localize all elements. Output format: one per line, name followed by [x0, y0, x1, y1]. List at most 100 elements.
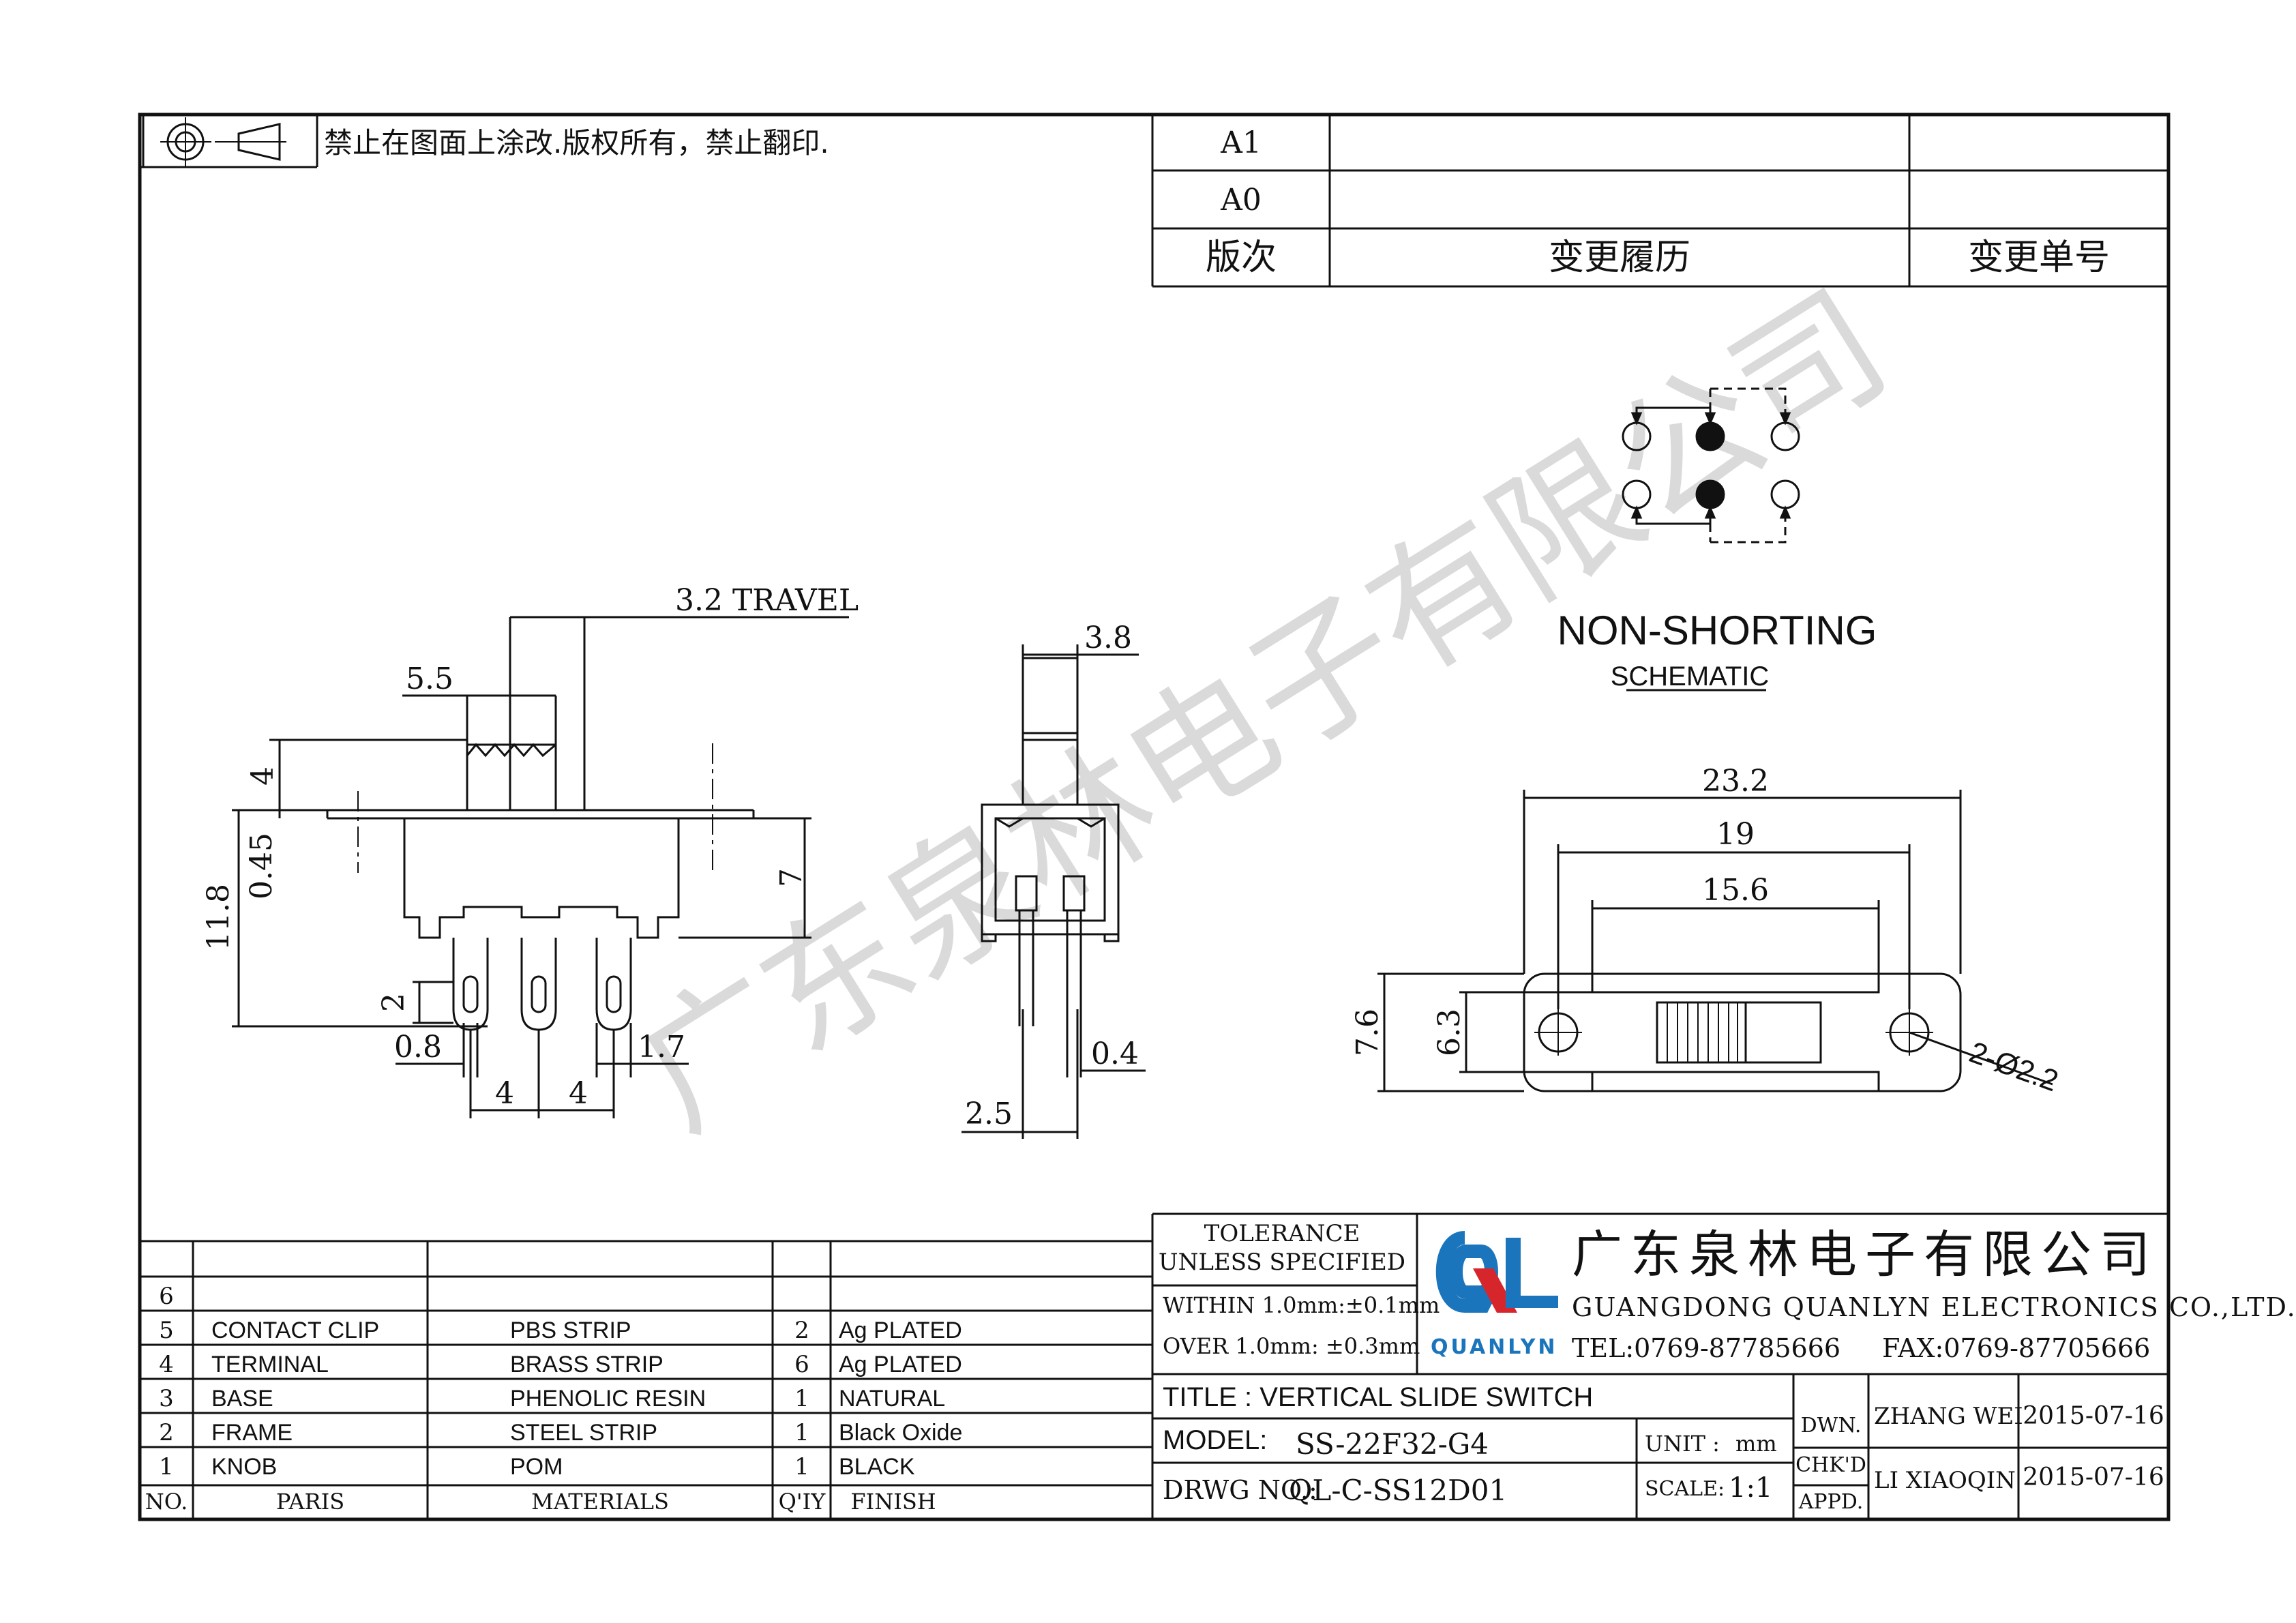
- scale-label: SCALE:: [1645, 1477, 1725, 1501]
- dim-15-6: 15.6: [1702, 873, 1769, 908]
- tolerance-over: OVER 1.0mm: ±0.3mm: [1163, 1333, 1420, 1359]
- svg-text:Q'IY: Q'IY: [779, 1489, 826, 1515]
- copyright-notice: 禁止在图面上涂改.版权所有，禁止翻印.: [324, 126, 829, 160]
- svg-text:POM: POM: [510, 1454, 563, 1480]
- drwg-label: DRWG NO.:: [1163, 1475, 1317, 1505]
- parts-row: 4 TERMINAL BRASS STRIP 6 Ag PLATED: [159, 1351, 962, 1378]
- svg-text:1: 1: [794, 1419, 809, 1446]
- dim-6-3: 6.3: [1432, 1009, 1467, 1056]
- parts-row: 1 KNOB POM 1 BLACK: [159, 1453, 915, 1480]
- svg-text:2: 2: [159, 1419, 174, 1446]
- drwg-value: QL-C-SS12D01: [1289, 1474, 1507, 1507]
- dim-11-8: 11.8: [201, 884, 236, 951]
- dim-holes: 2-Ø2.2: [1965, 1035, 2063, 1098]
- side-terminals: [452, 938, 632, 1031]
- schematic-subtitle: SCHEMATIC: [1611, 661, 1770, 691]
- svg-text:FINISH: FINISH: [850, 1489, 936, 1515]
- dim-3-8: 3.8: [1084, 621, 1132, 655]
- model-value: SS-22F32-G4: [1296, 1427, 1489, 1461]
- top-view: [1377, 790, 2053, 1092]
- parts-row: 5 CONTACT CLIP PBS STRIP 2 Ag PLATED: [159, 1317, 962, 1344]
- dim-0-4: 0.4: [1091, 1037, 1139, 1071]
- svg-text:Black Oxide: Black Oxide: [839, 1420, 962, 1446]
- svg-text:FRAME: FRAME: [211, 1420, 293, 1446]
- tolerance-title: TOLERANCE: [1204, 1220, 1360, 1247]
- svg-text:MATERIALS: MATERIALS: [531, 1489, 669, 1515]
- side-view: [232, 616, 849, 1118]
- svg-text:BASE: BASE: [211, 1386, 273, 1412]
- svg-text:PBS STRIP: PBS STRIP: [510, 1317, 631, 1343]
- tolerance-within: WITHIN 1.0mm:±0.1mm: [1163, 1292, 1440, 1318]
- svg-text:Ag PLATED: Ag PLATED: [839, 1317, 962, 1343]
- dim-4-knob: 4: [245, 766, 280, 786]
- dim-2: 2: [376, 993, 411, 1012]
- scale-value: 1:1: [1729, 1472, 1772, 1504]
- dim-5-5: 5.5: [406, 661, 453, 696]
- svg-text:TERMINAL: TERMINAL: [211, 1352, 329, 1378]
- svg-text:PHENOLIC RESIN: PHENOLIC RESIN: [510, 1386, 706, 1412]
- parts-row: 2 FRAME STEEL STRIP 1 Black Oxide: [159, 1419, 962, 1446]
- svg-text:BLACK: BLACK: [839, 1454, 915, 1480]
- dim-travel: 3.2 TRAVEL: [675, 583, 859, 618]
- revision-table: [1151, 115, 2168, 288]
- revision-label: 版次: [1206, 237, 1277, 278]
- title-block-grid: [1152, 1212, 2168, 1519]
- drawn-by: ZHANG WEI: [1874, 1403, 2023, 1430]
- dim-7: 7: [774, 868, 809, 887]
- logo-text: QUANLYN: [1431, 1335, 1558, 1359]
- svg-text:KNOB: KNOB: [211, 1454, 277, 1480]
- parts-table: [140, 1214, 1154, 1519]
- revision-a0: A0: [1220, 183, 1262, 218]
- dim-19: 19: [1716, 817, 1755, 852]
- end-view: [961, 644, 1146, 1139]
- dim-1-7: 1.7: [638, 1030, 685, 1064]
- parts-row: 6: [159, 1283, 174, 1310]
- revision-a1: A1: [1220, 125, 1262, 160]
- checked-by: LI XIAOQIN: [1874, 1467, 2016, 1494]
- sheet-border: [138, 113, 2171, 1521]
- svg-text:5: 5: [159, 1317, 174, 1344]
- dwn-label: DWN.: [1801, 1414, 1862, 1438]
- svg-text:STEEL STRIP: STEEL STRIP: [510, 1420, 657, 1446]
- drawing-title: TITLE : VERTICAL SLIDE SWITCH: [1163, 1382, 1593, 1412]
- tolerance-subtitle: UNLESS SPECIFIED: [1159, 1249, 1405, 1276]
- svg-text:2: 2: [794, 1317, 809, 1344]
- chkd-label: CHK'D: [1795, 1453, 1866, 1477]
- schematic-diagram: [1622, 387, 1800, 544]
- svg-text:3: 3: [159, 1385, 174, 1412]
- svg-text:6: 6: [794, 1351, 809, 1378]
- dim-2-5: 2.5: [965, 1097, 1013, 1131]
- svg-text:PARIS: PARIS: [276, 1489, 344, 1515]
- dim-23-2: 23.2: [1702, 764, 1769, 799]
- terminal-dot: [1770, 479, 1800, 509]
- parts-row: 3 BASE PHENOLIC RESIN 1 NATURAL: [159, 1385, 945, 1412]
- svg-text:4: 4: [159, 1351, 174, 1378]
- svg-text:NO.: NO.: [145, 1489, 188, 1515]
- svg-text:1: 1: [794, 1385, 809, 1412]
- svg-text:6: 6: [159, 1283, 174, 1310]
- parts-rows: 6 5 CONTACT CLIP PBS STRIP 2 Ag PLATED 4…: [145, 1283, 963, 1515]
- svg-text:Ag PLATED: Ag PLATED: [839, 1352, 962, 1378]
- terminal-dot: [1695, 479, 1725, 509]
- company-fax: FAX:0769-87705666: [1882, 1333, 2150, 1363]
- svg-text:BRASS STRIP: BRASS STRIP: [510, 1352, 664, 1378]
- company-name-en: GUANGDONG QUANLYN ELECTRONICS CO.,LTD.: [1572, 1292, 2296, 1322]
- dim-4-pitch-b: 4: [569, 1076, 588, 1111]
- svg-text:1: 1: [159, 1453, 174, 1480]
- company-tel: TEL:0769-87785666: [1572, 1333, 1840, 1363]
- dim-7-6: 7.6: [1350, 1009, 1385, 1056]
- dim-0-45: 0.45: [244, 833, 279, 899]
- dim-0-8: 0.8: [394, 1030, 442, 1064]
- projection-symbol: [140, 115, 318, 168]
- drawn-date: 2015-07-16: [2023, 1402, 2164, 1430]
- revision-number-label: 变更单号: [1968, 237, 2110, 278]
- company-name-cn: 广东泉林电子有限公司: [1572, 1225, 2158, 1284]
- svg-text:CONTACT CLIP: CONTACT CLIP: [211, 1317, 379, 1343]
- appd-label: APPD.: [1798, 1490, 1864, 1514]
- revision-history-label: 变更履历: [1549, 237, 1690, 278]
- unit-value: mm: [1735, 1431, 1777, 1457]
- checked-date: 2015-07-16: [2023, 1463, 2164, 1491]
- svg-text:1: 1: [794, 1453, 809, 1480]
- company-logo: QUANLYN: [1431, 1231, 1558, 1359]
